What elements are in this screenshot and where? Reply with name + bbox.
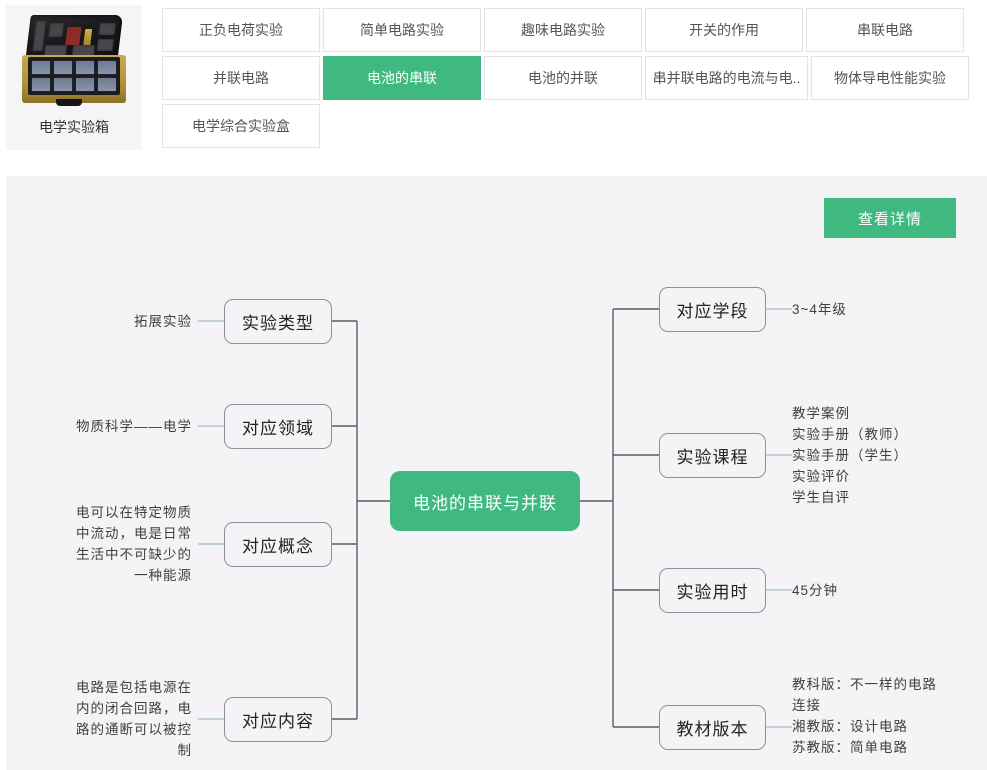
lid-panel-br xyxy=(96,39,114,51)
tray-cell xyxy=(75,77,95,92)
tab-5[interactable]: 并联电路 xyxy=(162,56,320,100)
node-right-1[interactable]: 对应学段 xyxy=(659,287,766,332)
tray-cell xyxy=(97,60,117,75)
node-right-3[interactable]: 实验用时 xyxy=(659,568,766,613)
leaf-label-right-1: 3~4年级 xyxy=(792,302,847,317)
case-handle xyxy=(56,99,82,106)
leaf-label-left-2: 物质科学——电学 xyxy=(76,419,192,434)
tab-0[interactable]: 正负电荷实验 xyxy=(162,8,320,52)
tab-6[interactable]: 电池的串联 xyxy=(323,56,481,100)
tab-9[interactable]: 物体导电性能实验 xyxy=(811,56,969,100)
node-left-1[interactable]: 实验类型 xyxy=(224,299,332,344)
leaf-label-right-3: 45分钟 xyxy=(792,583,839,598)
product-image xyxy=(12,9,136,113)
lid-panel-tr xyxy=(98,23,116,35)
lid-panel-mid xyxy=(48,23,64,37)
product-card[interactable]: 电学实验箱 xyxy=(6,5,142,150)
node-left-2[interactable]: 对应领域 xyxy=(224,404,332,449)
tray-cell xyxy=(97,77,117,92)
node-left-3[interactable]: 对应概念 xyxy=(224,522,332,567)
tab-3[interactable]: 开关的作用 xyxy=(645,8,803,52)
tray-cell xyxy=(75,60,95,75)
module-tray xyxy=(28,57,120,95)
node-left-4[interactable]: 对应内容 xyxy=(224,697,332,742)
leaf-label-left-4: 电路是包括电源在 内的闭合回路，电 路的通断可以被控 制 xyxy=(76,680,192,758)
tab-4[interactable]: 串联电路 xyxy=(806,8,964,52)
leaf-label-right-4: 教科版：不一样的电路 连接 湘教版：设计电路 苏教版：简单电路 xyxy=(792,677,937,755)
tray-cell xyxy=(53,60,73,75)
tab-10[interactable]: 电学综合实验盒 xyxy=(162,104,320,148)
product-title: 电学实验箱 xyxy=(39,119,109,135)
lid-red-module xyxy=(65,27,82,45)
tab-2[interactable]: 趣味电路实验 xyxy=(484,8,642,52)
leaf-label-right-2: 教学案例 实验手册（教师） 实验手册（学生） 实验评价 学生自评 xyxy=(792,406,908,505)
mindmap-panel: 查看详情 xyxy=(6,176,987,770)
node-right-2[interactable]: 实验课程 xyxy=(659,433,766,478)
tab-1[interactable]: 简单电路实验 xyxy=(323,8,481,52)
mindmap-center-node[interactable]: 电池的串联与并联 xyxy=(390,471,580,531)
product-header: 电学实验箱 正负电荷实验简单电路实验趣味电路实验开关的作用串联电路并联电路电池的… xyxy=(0,0,987,160)
leaf-label-left-1: 拓展实验 xyxy=(134,314,192,329)
experiment-tab-grid: 正负电荷实验简单电路实验趣味电路实验开关的作用串联电路并联电路电池的串联电池的并… xyxy=(162,8,980,148)
tray-cell xyxy=(31,60,51,75)
tray-cell xyxy=(31,77,51,92)
node-right-4[interactable]: 教材版本 xyxy=(659,705,766,750)
tray-cell xyxy=(53,77,73,92)
leaf-label-left-3: 电可以在特定物质 中流动，电是日常 生活中不可缺少的 一种能源 xyxy=(76,505,192,583)
tab-8[interactable]: 串并联电路的电流与电.. xyxy=(645,56,808,100)
view-detail-button[interactable]: 查看详情 xyxy=(824,198,956,238)
tab-7[interactable]: 电池的并联 xyxy=(484,56,642,100)
